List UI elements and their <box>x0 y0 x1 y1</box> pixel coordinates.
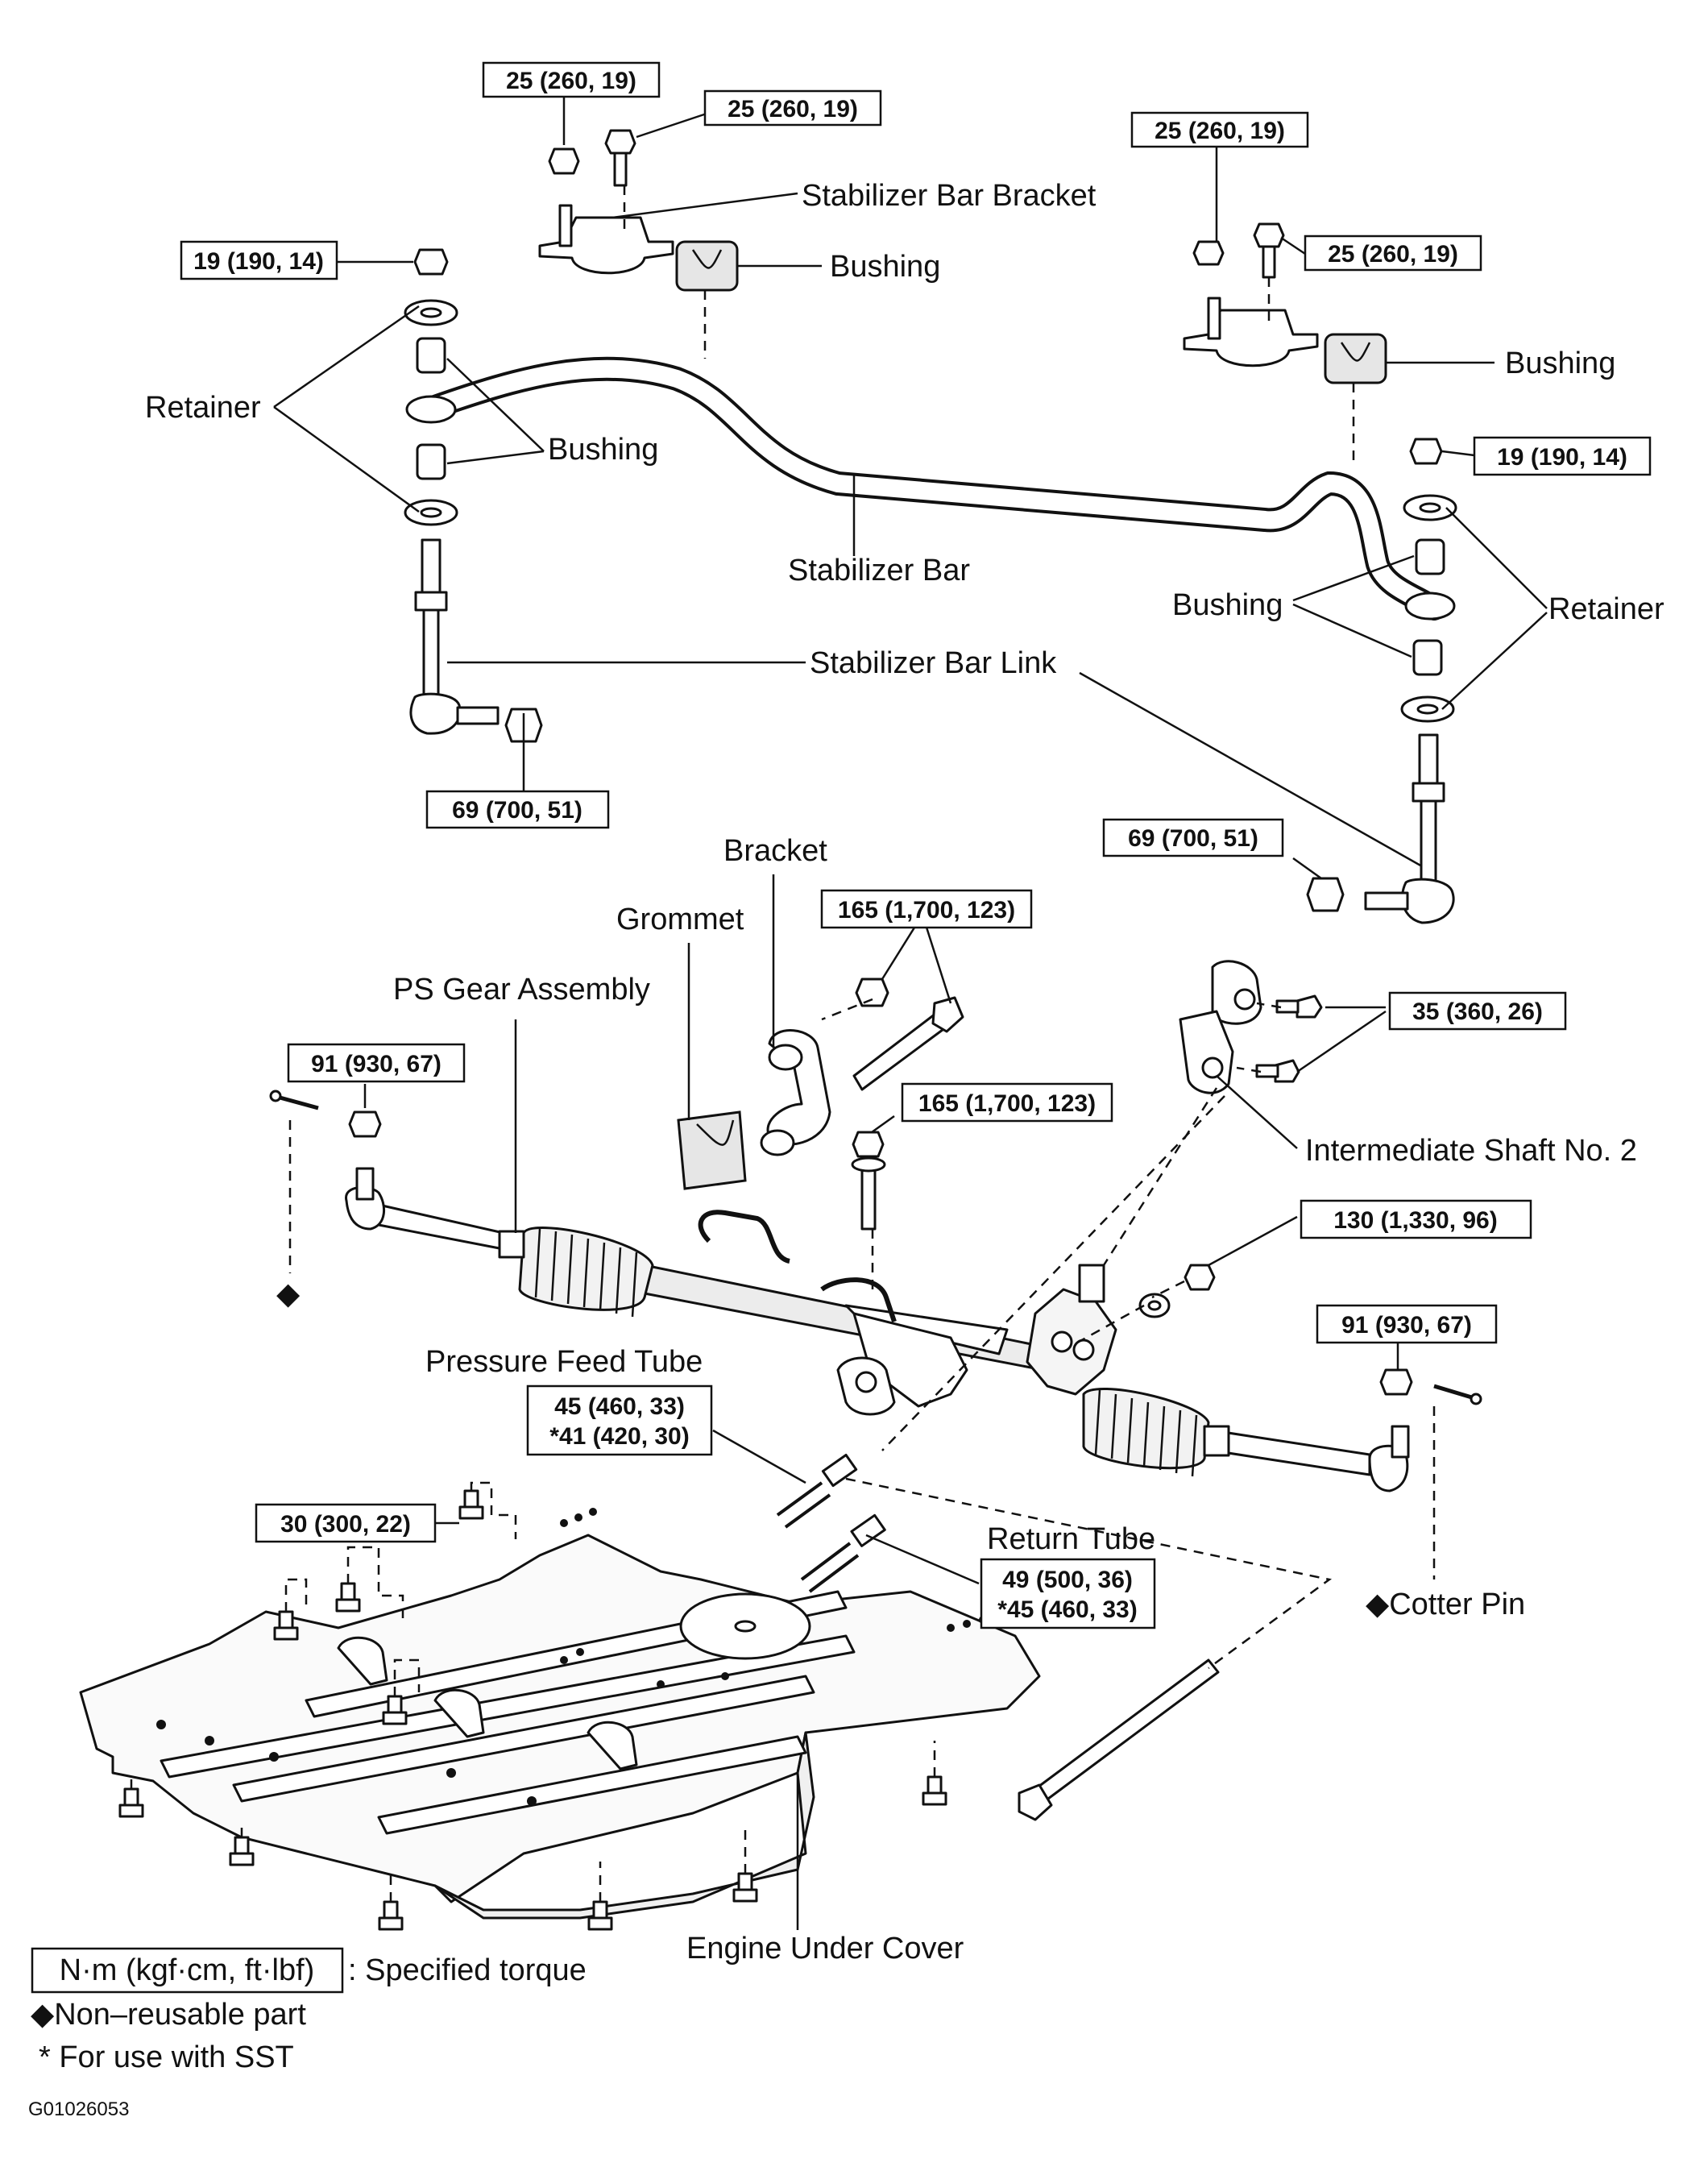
torque-box-link-bottom-right: 69 (700, 51) <box>1102 818 1284 857</box>
svg-text:*41 (420, 30): *41 (420, 30) <box>549 1423 689 1450</box>
label-intermediate-shaft: Intermediate Shaft No. 2 <box>1305 1134 1637 1168</box>
svg-text:19 (190, 14): 19 (190, 14) <box>1497 444 1627 471</box>
bracket-bolt-left <box>604 129 636 187</box>
label-engine-under-cover: Engine Under Cover <box>686 1932 964 1966</box>
bracket-nut-left <box>548 147 580 175</box>
stabilizer-bushing-right <box>1324 333 1387 384</box>
non-reusable-diamond-left: ◆ <box>276 1277 301 1311</box>
torque-box-bracket-left-bolt: 25 (260, 19) <box>703 89 882 127</box>
gear-bracket <box>760 1029 831 1156</box>
svg-text:25 (260, 19): 25 (260, 19) <box>506 68 636 94</box>
svg-text:91 (930, 67): 91 (930, 67) <box>1341 1312 1472 1339</box>
legend: N·m (kgf·cm, ft·lbf) : Specified torque … <box>28 1947 587 2120</box>
legend-unit-box <box>31 1947 344 1994</box>
link-stack-right <box>1364 438 1457 924</box>
label-bushing-right-top: Bushing <box>1505 347 1615 380</box>
stabilizer-bar <box>423 356 1446 621</box>
svg-text:*45 (460, 33): *45 (460, 33) <box>997 1596 1137 1623</box>
castle-nut-left <box>348 1110 382 1138</box>
return-tube-end <box>800 1513 886 1593</box>
stabilizer-bar-eye-left <box>405 395 457 424</box>
torque-box-tie-rod-left: 91 (930, 67) <box>287 1043 466 1083</box>
svg-text:91 (930, 67): 91 (930, 67) <box>311 1051 442 1077</box>
torque-box-tie-rod-right: 91 (930, 67) <box>1316 1304 1498 1344</box>
intermediate-shaft <box>1179 960 1323 1094</box>
label-stabilizer-bar: Stabilizer Bar <box>788 554 970 587</box>
castle-nut-right <box>1379 1368 1413 1396</box>
label-retainer-left: Retainer <box>145 391 261 425</box>
stabilizer-bracket-left <box>538 204 674 275</box>
torque-box-link-bottom-left: 69 (700, 51) <box>425 790 610 829</box>
torque-box-gear-bracket-upper: 165 (1,700, 123) <box>820 889 1033 929</box>
gear-bracket-long-bolt <box>852 996 964 1091</box>
label-stabilizer-bar-link: Stabilizer Bar Link <box>810 646 1057 680</box>
bracket-bolt-right <box>1253 222 1285 279</box>
leader-lines <box>273 95 1548 1930</box>
torque-box-link-top-right: 19 (190, 14) <box>1473 436 1652 476</box>
legend-non-reusable: ◆Non–reusable part <box>31 1998 306 2032</box>
svg-text:25 (260, 19): 25 (260, 19) <box>728 96 858 122</box>
cotter-pin-left <box>269 1090 319 1110</box>
figure-code: G01026053 <box>28 2098 129 2120</box>
torque-box-gear-long-bolt: 130 (1,330, 96) <box>1300 1199 1532 1239</box>
label-stabilizer-bar-bracket: Stabilizer Bar Bracket <box>802 179 1097 213</box>
torque-box-bracket-left-nut: 25 (260, 19) <box>482 61 661 98</box>
svg-text:25 (260, 19): 25 (260, 19) <box>1328 241 1458 268</box>
gear-bracket-nut <box>855 978 889 1007</box>
legend-specified-torque: : Specified torque <box>348 1953 587 1987</box>
legend-unit-text: N·m (kgf·cm, ft·lbf) <box>60 1953 315 1987</box>
label-retainer-right: Retainer <box>1548 592 1664 626</box>
cotter-pin-right <box>1433 1384 1482 1405</box>
bracket-nut-right <box>1192 240 1225 266</box>
svg-text:35 (360, 26): 35 (360, 26) <box>1412 998 1543 1025</box>
svg-text:130 (1,330, 96): 130 (1,330, 96) <box>1333 1207 1497 1234</box>
label-grommet: Grommet <box>616 903 744 936</box>
svg-text:45 (460, 33): 45 (460, 33) <box>554 1393 685 1420</box>
svg-text:30 (300, 22): 30 (300, 22) <box>280 1511 411 1538</box>
label-bushing-left: Bushing <box>548 433 658 467</box>
svg-text:165 (1,700, 123): 165 (1,700, 123) <box>838 897 1015 924</box>
svg-text:165 (1,700, 123): 165 (1,700, 123) <box>918 1090 1096 1117</box>
link-stack-left <box>404 248 500 735</box>
link-nut-bottom-right <box>1306 877 1345 912</box>
label-bushing-right: Bushing <box>1172 588 1283 622</box>
label-bushing-left-top: Bushing <box>830 250 940 284</box>
stabilizer-bar-eye-right <box>1404 592 1456 621</box>
torque-box-gear-bracket-lower: 165 (1,700, 123) <box>901 1082 1113 1123</box>
stabilizer-bracket-right <box>1183 297 1319 367</box>
long-through-bolt <box>1018 1658 1220 1821</box>
grommet <box>677 1110 747 1190</box>
legend-sst: * For use with SST <box>39 2040 294 2074</box>
torque-box-link-top-left: 19 (190, 14) <box>180 240 338 280</box>
ps-gear-assembly <box>345 1167 1410 1492</box>
svg-text:69 (700, 51): 69 (700, 51) <box>452 797 582 824</box>
torque-box-under-cover: 30 (300, 22) <box>255 1503 437 1543</box>
torque-box-pressure-feed: 45 (460, 33) *41 (420, 30) <box>526 1384 713 1456</box>
gear-mount-nut <box>1138 1264 1216 1318</box>
label-bracket: Bracket <box>723 834 827 868</box>
under-cover-bolts <box>118 1489 947 1931</box>
svg-text:19 (190, 14): 19 (190, 14) <box>193 248 324 275</box>
torque-box-bracket-right-nut: 25 (260, 19) <box>1130 111 1309 148</box>
torque-box-bracket-right-bolt: 25 (260, 19) <box>1304 235 1482 272</box>
svg-text:69 (700, 51): 69 (700, 51) <box>1128 825 1258 852</box>
gear-bracket-lower-bolt <box>851 1131 886 1231</box>
svg-text:49 (500, 36): 49 (500, 36) <box>1002 1567 1133 1593</box>
svg-text:25 (260, 19): 25 (260, 19) <box>1155 118 1285 144</box>
torque-box-intermediate-shaft: 35 (360, 26) <box>1388 991 1567 1031</box>
pressure-feed-tube-end <box>776 1454 858 1529</box>
torque-box-return-tube: 49 (500, 36) *45 (460, 33) <box>980 1558 1156 1629</box>
stabilizer-bushing-left <box>675 240 739 292</box>
label-cotter-pin: ◆Cotter Pin <box>1366 1588 1525 1621</box>
label-return-tube: Return Tube <box>987 1522 1155 1556</box>
engine-under-cover <box>79 1508 1041 1920</box>
label-ps-gear-assembly: PS Gear Assembly <box>393 973 650 1007</box>
label-pressure-feed-tube: Pressure Feed Tube <box>425 1345 703 1379</box>
